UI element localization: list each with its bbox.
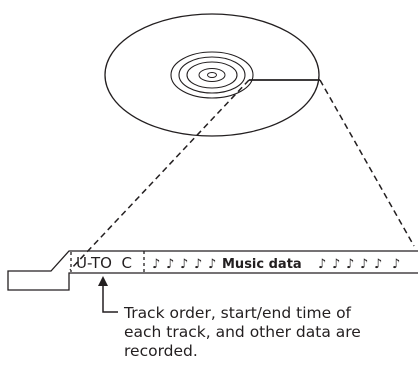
callout-line bbox=[102, 283, 118, 313]
disc bbox=[104, 13, 320, 137]
music-note: ♪ bbox=[374, 257, 382, 272]
disc-ring-outer bbox=[170, 51, 254, 99]
disc-outline bbox=[104, 13, 320, 137]
music-note: ♪ bbox=[318, 257, 326, 272]
disc-hole-ring bbox=[198, 68, 226, 82]
music-note: ♪ bbox=[346, 257, 354, 272]
utoc-label: U-TO C bbox=[76, 254, 132, 272]
strip-outline bbox=[7, 250, 418, 291]
music-note: ♪ bbox=[194, 257, 202, 272]
music-note: ♪ bbox=[166, 257, 174, 272]
music-note: ♪ bbox=[360, 257, 368, 272]
music-notes-right: ♪ ♪ ♪ ♪ ♪ ♪ bbox=[318, 257, 400, 272]
music-data-label: Music data bbox=[222, 257, 302, 272]
music-note: ♪ bbox=[332, 257, 340, 272]
disc-spindle-hole bbox=[207, 72, 217, 78]
callout-arrow bbox=[98, 276, 118, 313]
disc-ring-inner bbox=[186, 61, 238, 89]
music-note: ♪ bbox=[392, 257, 400, 272]
track-strip bbox=[7, 250, 418, 291]
music-notes-left: ♪ ♪ ♪ ♪ ♪ bbox=[152, 257, 216, 272]
zoom-line-left bbox=[69, 79, 250, 271]
caption-line-1: Track order, start/end time of bbox=[123, 304, 352, 322]
arrow-head-icon bbox=[98, 276, 108, 286]
zoom-line-right bbox=[319, 79, 415, 247]
zoom-lines bbox=[69, 79, 415, 271]
music-note: ♪ bbox=[208, 257, 216, 272]
caption-line-2: each track, and other data are bbox=[124, 323, 361, 341]
music-note: ♪ bbox=[152, 257, 160, 272]
caption-line-3: recorded. bbox=[124, 342, 198, 360]
disc-ring-mid bbox=[178, 56, 246, 94]
music-note: ♪ bbox=[180, 257, 188, 272]
